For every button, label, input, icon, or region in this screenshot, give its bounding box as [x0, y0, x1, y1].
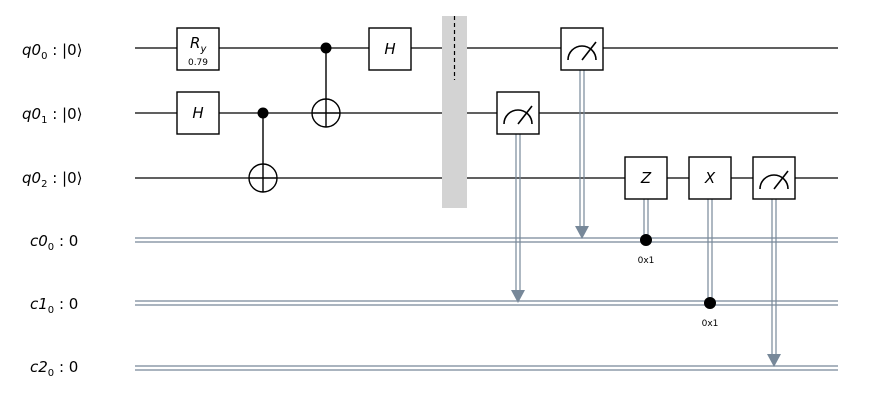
clbit-label-c1-0: c10 : 0: [30, 295, 78, 316]
quantum-register-labels: q00 : |0⟩ q01 : |0⟩ q02 : |0⟩: [22, 41, 83, 190]
classical-wires: [135, 237, 838, 371]
conditional-z-gate: 0x1 Z: [624, 156, 668, 266]
meter-icon: [759, 170, 789, 190]
clbit-label-c0-0: c00 : 0: [30, 232, 78, 253]
ry-gate-param: 0.79: [188, 58, 208, 68]
conditional-x-gate: 0x1 X: [688, 156, 732, 329]
hadamard-gate-q1-label: H: [192, 104, 203, 122]
hadamard-gate-q0: H: [368, 27, 412, 71]
barrier: [442, 16, 467, 208]
clbit-wire-1: [135, 300, 838, 306]
clbit-label-c2-0: c20 : 0: [30, 358, 78, 379]
qubit-label-q0-2: q02 : |0⟩: [22, 169, 83, 190]
ry-gate: Ry 0.79: [176, 27, 220, 71]
control-dot: [320, 42, 332, 54]
control-dot: [257, 107, 269, 119]
condition-dot: [640, 234, 652, 246]
z-gate-label: Z: [640, 169, 652, 187]
clbit-wire-0: [135, 237, 838, 243]
classical-register-labels: c00 : 0 c10 : 0 c20 : 0: [30, 232, 78, 379]
condition-dot: [704, 297, 716, 309]
measure-q2-c2: [752, 156, 796, 367]
qubit-label-q0-1: q01 : |0⟩: [22, 105, 83, 126]
ry-gate-label: Ry: [190, 34, 207, 55]
x-condition-label: 0x1: [702, 319, 719, 329]
cnot-q1-q2: [248, 107, 278, 193]
measure-q0-c0: [560, 27, 604, 239]
cnot-q0-q1: [311, 42, 341, 128]
clbit-wire-2: [135, 365, 838, 371]
meter-icon: [567, 41, 597, 61]
quantum-wires: [135, 47, 838, 179]
qubit-label-q0-0: q00 : |0⟩: [22, 41, 83, 62]
x-gate-label: X: [704, 169, 716, 187]
hadamard-gate-q0-label: H: [384, 40, 395, 58]
meter-icon: [503, 105, 533, 125]
hadamard-gate-q1: H: [176, 91, 220, 135]
z-condition-label: 0x1: [638, 256, 655, 266]
measure-q1-c1: [496, 91, 540, 303]
